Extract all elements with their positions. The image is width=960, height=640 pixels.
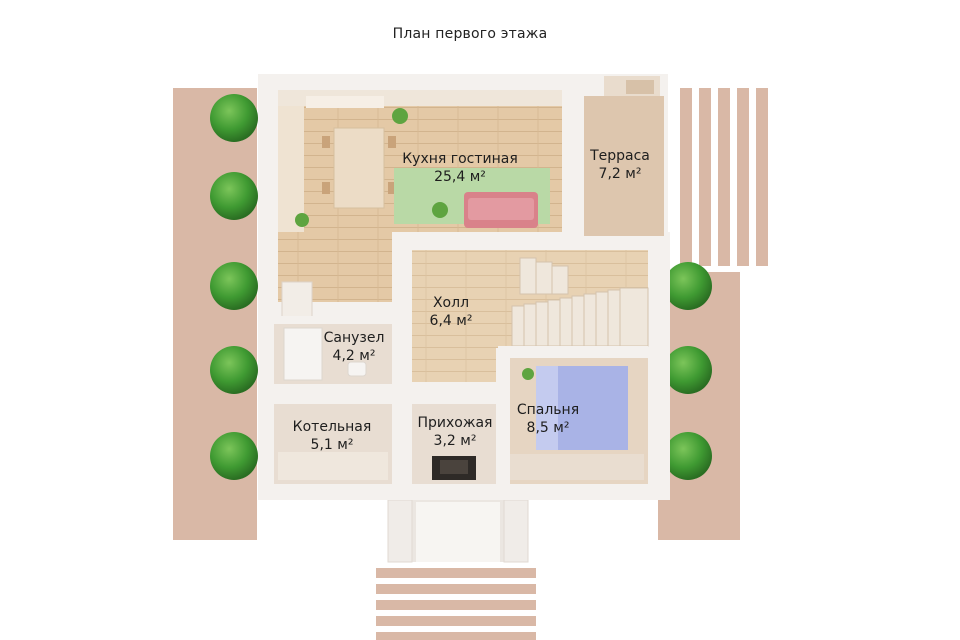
bedroom-name: Спальня [517,402,579,418]
trees-right [664,262,712,480]
entrance-name: Прихожая [418,415,493,431]
plan-title: План первого этажа [392,26,548,42]
entrance-room [412,404,496,484]
boiler-name: Котельная [293,419,372,435]
entrance-area: 3,2 м² [434,433,477,449]
kitchen-living-room [278,90,562,321]
front-porch [387,498,529,563]
interior-walls [258,232,670,500]
bedroom [506,358,648,484]
terrace-name: Терраса [589,148,650,164]
kitchen-name: Кухня гостиная [402,151,518,167]
boiler-area: 5,1 м² [311,437,354,453]
right-path [658,272,740,540]
hall-name: Холл [433,295,469,311]
bathroom [274,324,392,384]
boiler-room [274,404,394,484]
bathroom-name: Санузел [324,330,385,346]
hall-area: 6,4 м² [430,313,473,329]
kitchen-area: 25,4 м² [434,169,486,185]
trees-left [210,94,258,480]
room-labels: Кухня гостиная 25,4 м² Терраса 7,2 м² Хо… [293,148,650,453]
terrace-steps [680,88,768,266]
bedroom-area: 8,5 м² [527,420,570,436]
front-steps [376,568,536,640]
bathroom-area: 4,2 м² [333,348,376,364]
terrace-area: 7,2 м² [599,166,642,182]
terrace [576,74,668,236]
